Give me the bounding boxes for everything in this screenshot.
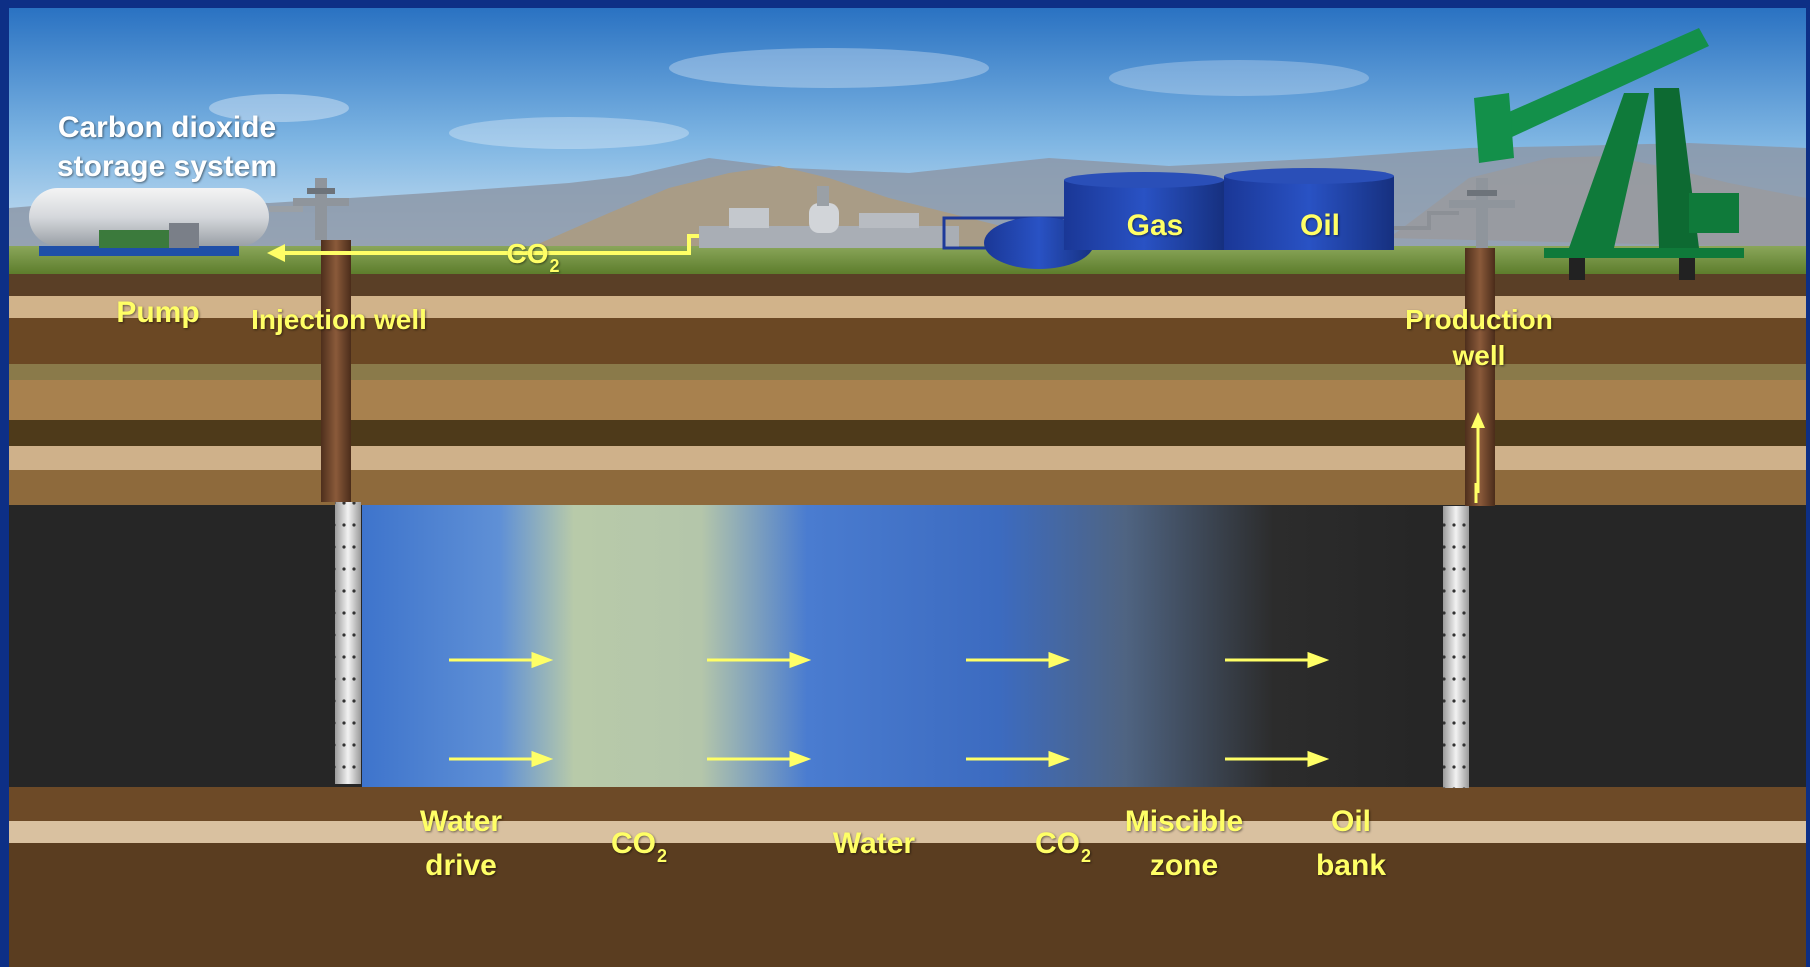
stratum [9, 420, 1806, 446]
cloud [209, 94, 349, 122]
cloud [669, 48, 989, 88]
eor-scene: Carbon dioxide storage system Pump Injec… [9, 8, 1806, 967]
stratum [9, 364, 1806, 380]
pump-jack-icon [1474, 28, 1744, 280]
pump-label: Pump [116, 296, 200, 329]
stratum [9, 380, 1806, 420]
stratum [9, 296, 1806, 318]
stratum [9, 470, 1806, 505]
zone-label-oil-bank: Oil bank [1315, 805, 1387, 882]
reservoir-flood-zone [362, 505, 1422, 787]
stratum [9, 821, 1806, 843]
zone-label-co2: CO2 [1034, 827, 1091, 866]
scene-drawing [9, 8, 1806, 967]
stratum [9, 446, 1806, 470]
injection-well-casing [321, 240, 351, 502]
injection-wellhead-icon [269, 178, 349, 240]
production-wellhead-icon [1449, 178, 1515, 248]
reservoir-flow-arrows [449, 651, 1330, 768]
stratum [9, 318, 1806, 364]
storage-tank-icon [29, 188, 269, 256]
stratum [9, 843, 1806, 967]
zone-label-water: Water [832, 827, 916, 860]
production-well-casing [1465, 248, 1495, 506]
co2-pipe-label: CO2 [506, 238, 560, 276]
injection-well-label: Injection well [251, 304, 427, 335]
oil-tank-icon [1224, 176, 1394, 250]
zone-label-water-drive: Water drive [419, 805, 503, 882]
grass-surface [9, 246, 1806, 274]
zone-label-co2: CO2 [610, 827, 667, 866]
zone-label-miscible-zone: Miscible zone [1124, 805, 1244, 882]
flow-arrow-icon [267, 244, 285, 262]
stratum [9, 274, 1806, 296]
oil-tank-label: Oil [1299, 209, 1340, 242]
gas-tank-icon [1064, 180, 1224, 250]
cloud [1109, 60, 1369, 96]
gas-tank-label: Gas [1126, 209, 1184, 242]
cloud [449, 117, 689, 149]
storage-system-label: Carbon dioxide storage system [56, 111, 278, 183]
stratum [9, 787, 1806, 821]
production-well-label: Production well [1405, 304, 1553, 371]
